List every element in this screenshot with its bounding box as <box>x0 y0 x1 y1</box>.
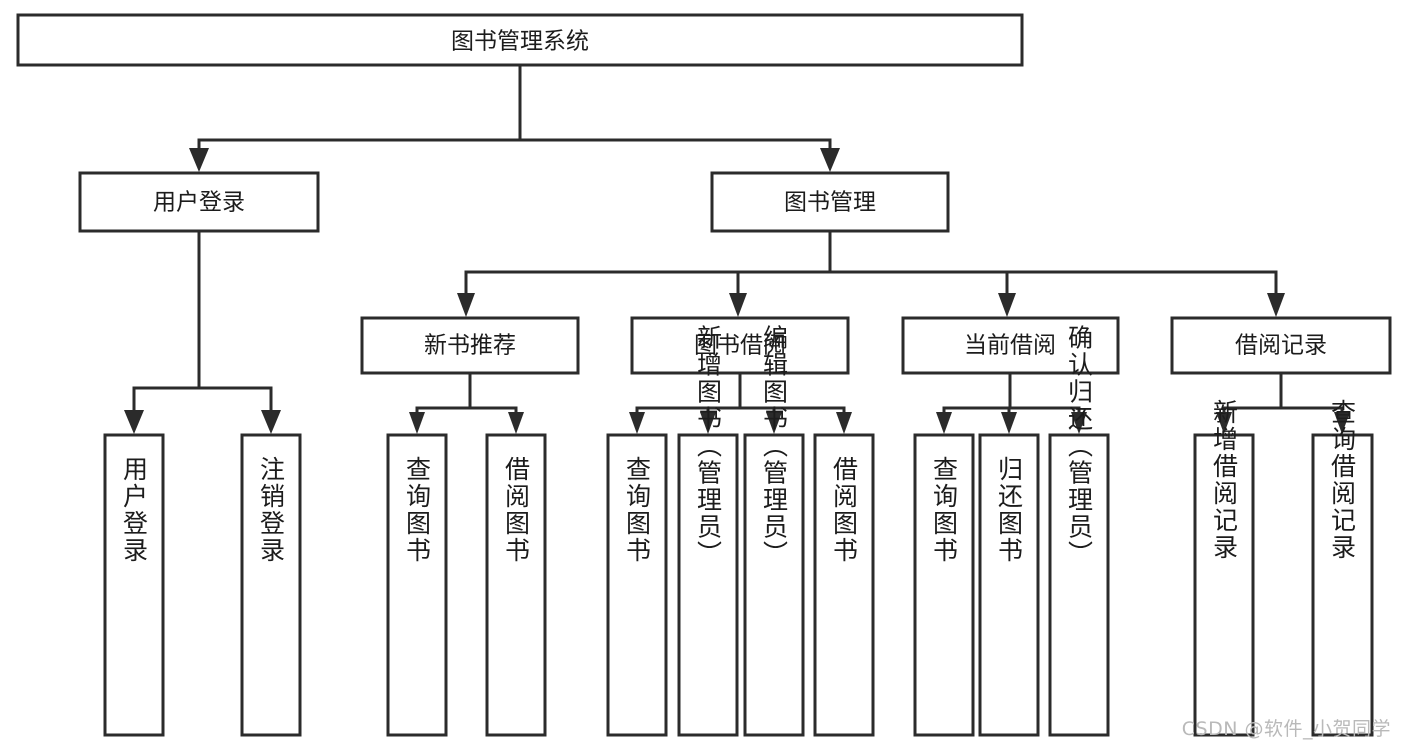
node-book-management-box[interactable] <box>710 171 950 233</box>
arrow-icon-borrow-leaf3 <box>766 412 782 434</box>
node-leaf-borrow-book-1-label: 借阅图书 <box>502 456 531 564</box>
node-leaf-return-book[interactable]: 归还图书 <box>978 433 1040 737</box>
node-book-management[interactable]: 图书管理 <box>710 171 950 233</box>
arrow-icon-current-leaf1 <box>936 412 952 434</box>
node-root[interactable]: 图书管理系统 <box>16 13 1024 67</box>
node-new-book-recommend-label: 新书推荐 <box>424 333 516 359</box>
node-root-label: 图书管理系统 <box>451 29 589 55</box>
node-leaf-user-login-label: 用户登录 <box>120 456 149 564</box>
node-leaf-confirm-return-admin[interactable]: 确认归还（管理员） <box>1048 325 1110 737</box>
node-leaf-query-book-2[interactable]: 查询图书 <box>606 433 668 737</box>
node-leaf-logout-box[interactable] <box>240 433 302 737</box>
node-leaf-borrow-book-1[interactable]: 借阅图书 <box>485 433 547 737</box>
arrow-icon-record-leaf2 <box>1334 412 1350 434</box>
node-current-borrow-label: 当前借阅 <box>964 333 1056 359</box>
node-user-login-label: 用户登录 <box>153 190 245 216</box>
node-root-box[interactable] <box>16 13 1024 67</box>
node-leaf-query-book-2-box[interactable] <box>606 433 668 737</box>
node-book-management-label: 图书管理 <box>784 190 876 216</box>
node-borrow-record[interactable]: 借阅记录 <box>1170 316 1392 375</box>
node-book-borrow[interactable]: 图书借阅 <box>630 316 850 375</box>
node-leaf-query-book-3-label: 查询图书 <box>930 456 959 564</box>
node-leaf-logout[interactable]: 注销登录 <box>240 433 302 737</box>
node-leaf-logout-label: 注销登录 <box>257 456 286 564</box>
arrow-icon-bookmanage-borrow <box>729 293 747 317</box>
arrow-icon-record-leaf1 <box>1216 412 1232 434</box>
node-leaf-query-book-3-box[interactable] <box>913 433 975 737</box>
node-leaf-query-book-1[interactable]: 查询图书 <box>386 433 448 737</box>
node-leaf-add-book-admin-label: 新增图书（管理员） <box>694 325 723 568</box>
node-leaf-confirm-return-admin-box[interactable] <box>1048 433 1110 737</box>
node-leaf-edit-book-admin-label: 编辑图书（管理员） <box>760 325 789 568</box>
node-new-book-recommend-box[interactable] <box>360 316 580 375</box>
arrow-icon-current-leaf2 <box>1001 412 1017 434</box>
arrow-icon-borrow-leaf1 <box>629 412 645 434</box>
arrow-icon-newbook-leaf1 <box>409 412 425 434</box>
node-leaf-borrow-book-1-box[interactable] <box>485 433 547 737</box>
node-leaf-add-book-admin-box[interactable] <box>677 433 739 737</box>
arrow-icon-borrow-leaf4 <box>836 412 852 434</box>
node-leaf-query-book-2-label: 查询图书 <box>623 456 652 564</box>
node-leaf-add-borrow-record-box[interactable] <box>1193 433 1255 737</box>
arrow-icon-root-bookmanage <box>820 148 840 172</box>
node-leaf-user-login-box[interactable] <box>103 433 165 737</box>
node-book-borrow-label: 图书借阅 <box>694 333 786 359</box>
node-leaf-edit-book-admin[interactable]: 编辑图书（管理员） <box>743 325 805 737</box>
node-book-borrow-box[interactable] <box>630 316 850 375</box>
node-current-borrow[interactable]: 当前借阅 <box>901 316 1120 375</box>
arrow-icon-current-leaf3 <box>1071 412 1087 434</box>
node-leaf-borrow-book-2-box[interactable] <box>813 433 875 737</box>
arrow-icon-root-userlogin <box>189 148 209 172</box>
node-leaf-add-borrow-record[interactable]: 新增借阅记录 <box>1193 399 1255 737</box>
node-leaf-query-book-1-label: 查询图书 <box>403 456 432 564</box>
arrowheads-layer <box>124 148 1350 434</box>
node-leaf-query-borrow-record-label: 查询借阅记录 <box>1328 399 1357 561</box>
node-leaf-add-book-admin[interactable]: 新增图书（管理员） <box>677 325 739 737</box>
arrow-icon-borrow-leaf2 <box>700 412 716 434</box>
arrow-icon-bookmanage-newbook <box>457 293 475 317</box>
node-user-login-box[interactable] <box>78 171 320 233</box>
node-leaf-query-borrow-record[interactable]: 查询借阅记录 <box>1311 399 1374 737</box>
node-leaf-query-book-3[interactable]: 查询图书 <box>913 433 975 737</box>
node-leaf-borrow-book-2[interactable]: 借阅图书 <box>813 433 875 737</box>
node-leaf-query-borrow-record-box[interactable] <box>1311 433 1374 737</box>
arrow-icon-userlogin-leaf2 <box>261 410 281 434</box>
node-leaf-confirm-return-admin-label: 确认归还（管理员） <box>1065 325 1094 568</box>
node-leaf-return-book-box[interactable] <box>978 433 1040 737</box>
node-leaf-edit-book-admin-box[interactable] <box>743 433 805 737</box>
arrow-icon-newbook-leaf2 <box>508 412 524 434</box>
node-borrow-record-box[interactable] <box>1170 316 1392 375</box>
node-leaf-query-book-1-box[interactable] <box>386 433 448 737</box>
arrow-icon-userlogin-leaf1 <box>124 410 144 434</box>
node-current-borrow-box[interactable] <box>901 316 1120 375</box>
node-new-book-recommend[interactable]: 新书推荐 <box>360 316 580 375</box>
node-user-login[interactable]: 用户登录 <box>78 171 320 233</box>
arrow-icon-bookmanage-record <box>1267 293 1285 317</box>
node-borrow-record-label: 借阅记录 <box>1235 333 1327 359</box>
node-leaf-user-login[interactable]: 用户登录 <box>103 433 165 737</box>
arrow-icon-bookmanage-current <box>998 293 1016 317</box>
node-leaf-return-book-label: 归还图书 <box>995 456 1024 564</box>
node-leaf-add-borrow-record-label: 新增借阅记录 <box>1210 399 1239 561</box>
node-leaf-borrow-book-2-label: 借阅图书 <box>830 456 859 564</box>
